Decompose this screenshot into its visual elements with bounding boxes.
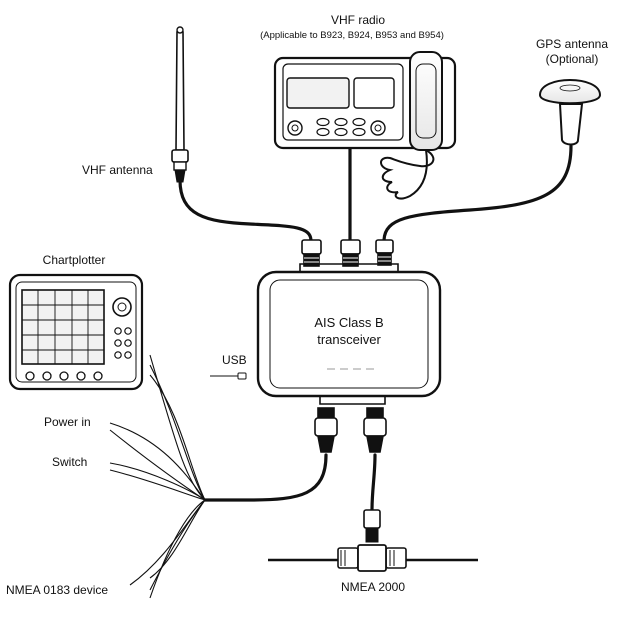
label-vhf-antenna: VHF antenna — [82, 163, 153, 177]
label-gps-optional: (Optional) — [545, 52, 599, 66]
vhf-antenna-cable — [178, 178, 313, 242]
connector-nmea2000 — [363, 407, 387, 453]
connector-gps — [375, 239, 394, 266]
usb-plug — [237, 372, 247, 380]
chartplotter — [8, 273, 144, 391]
chartplotter-screen-grid — [22, 290, 104, 364]
label-usb: USB — [222, 353, 247, 367]
label-power-in: Power in — [44, 415, 91, 429]
vhf-antenna — [171, 26, 189, 183]
label-ais-line1: AIS Class B — [314, 315, 384, 330]
connector-vhf-radio — [340, 239, 361, 267]
nmea2000-drop-cable — [370, 453, 377, 512]
label-vhf-radio-note: (Applicable to B923, B924, B953 and B954… — [260, 30, 444, 41]
top-connectors — [301, 239, 394, 267]
loose-wires — [109, 354, 238, 599]
label-nmea0183-device: NMEA 0183 device — [6, 583, 109, 597]
ais-transceiver — [256, 263, 442, 405]
bottom-connectors — [314, 407, 387, 453]
handset — [409, 51, 443, 151]
label-gps-antenna: GPS antenna — [535, 37, 609, 51]
connector-power-data — [314, 407, 338, 453]
vhf-radio — [273, 51, 457, 200]
nmea2000-tpiece — [268, 509, 478, 572]
label-chartplotter: Chartplotter — [42, 253, 106, 267]
cables — [178, 143, 573, 512]
label-switch: Switch — [52, 455, 88, 469]
gps-antenna — [538, 79, 602, 146]
connector-vhf-antenna — [301, 239, 322, 267]
power-data-cable — [203, 453, 328, 502]
label-nmea2000: NMEA 2000 — [340, 580, 406, 594]
label-vhf-radio: VHF radio — [330, 13, 386, 27]
label-ais-line2: transceiver — [317, 332, 381, 347]
coiled-cord — [380, 149, 435, 200]
gps-antenna-cable — [382, 144, 573, 242]
